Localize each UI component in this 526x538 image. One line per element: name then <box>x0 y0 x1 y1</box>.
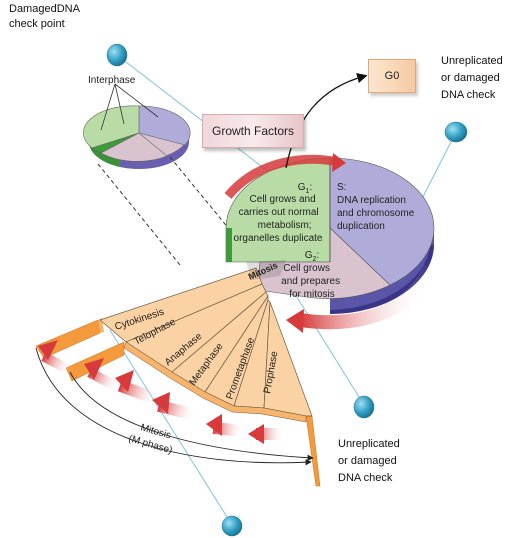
checkpoint-pin-top-right <box>444 121 468 143</box>
note-line: DamagedDNA <box>9 3 80 15</box>
progression-arrow-4 <box>152 392 197 421</box>
cycle-arrow-bottom <box>298 263 437 330</box>
small-interphase-pie: Interphase <box>83 75 191 169</box>
progression-arrow-3 <box>115 370 160 405</box>
checkpoint-pin-top-left <box>106 43 128 67</box>
progression-arrow-2 <box>84 358 121 392</box>
growth-factors-label: Growth Factors <box>211 124 295 138</box>
small-pie-g1-slice <box>83 105 140 149</box>
note-line: or damaged <box>441 72 500 84</box>
mitosis-arc-outer <box>35 347 312 466</box>
progression-arrows <box>38 340 284 444</box>
progression-arrow-5 <box>206 414 244 438</box>
note-line: check point <box>9 18 65 30</box>
note-line: Unreplicated <box>338 438 400 450</box>
small-pie-s-slice <box>138 105 191 146</box>
note-line: or damaged <box>338 455 397 467</box>
note-line: Unreplicated <box>441 55 503 67</box>
checkpoint-pin-middle <box>353 395 375 419</box>
bottom-right-dna-check-note: Unreplicated or damaged DNA check <box>338 436 400 487</box>
checkpoint-pin-bottom <box>221 515 243 537</box>
mitosis-arc-inner <box>69 371 314 461</box>
connector-line-mid <box>289 285 365 406</box>
interphase-label: Interphase <box>88 75 136 86</box>
s-slice <box>329 157 435 286</box>
growth-to-g0-arrow <box>285 72 368 169</box>
growth-factors-box: Growth Factors <box>202 114 304 148</box>
progression-arrow-6 <box>248 424 284 444</box>
g1-label: G1: <box>298 182 312 195</box>
small-pie-g2-slice <box>100 132 168 162</box>
top-right-dna-check-note: Unreplicated or damaged DNA check <box>441 53 503 104</box>
g2-label: G2: <box>305 250 319 263</box>
projection-line-lower <box>97 163 181 266</box>
damaged-dna-checkpoint-note: DamagedDNA check point <box>9 2 80 32</box>
mitosis-fan: Mitosis Cytokinesis Telophase Anaphase M… <box>35 260 321 487</box>
progression-arrow-1 <box>38 340 73 375</box>
cycle-arrow-top <box>224 154 339 199</box>
s-description: S: DNA replication and chromosome duplic… <box>337 182 417 232</box>
cell-cycle-big-pie <box>225 157 435 314</box>
g0-label: G0 <box>384 70 400 82</box>
note-line: DNA check <box>338 472 393 484</box>
g2-description: Cell grows and prepares for mitosis <box>281 263 343 300</box>
g0-box: G0 <box>368 59 416 93</box>
note-line: DNA check <box>441 89 496 101</box>
connector-line-bottom <box>109 329 233 526</box>
g1-description: Cell grows and carries out normal metabo… <box>234 194 323 244</box>
